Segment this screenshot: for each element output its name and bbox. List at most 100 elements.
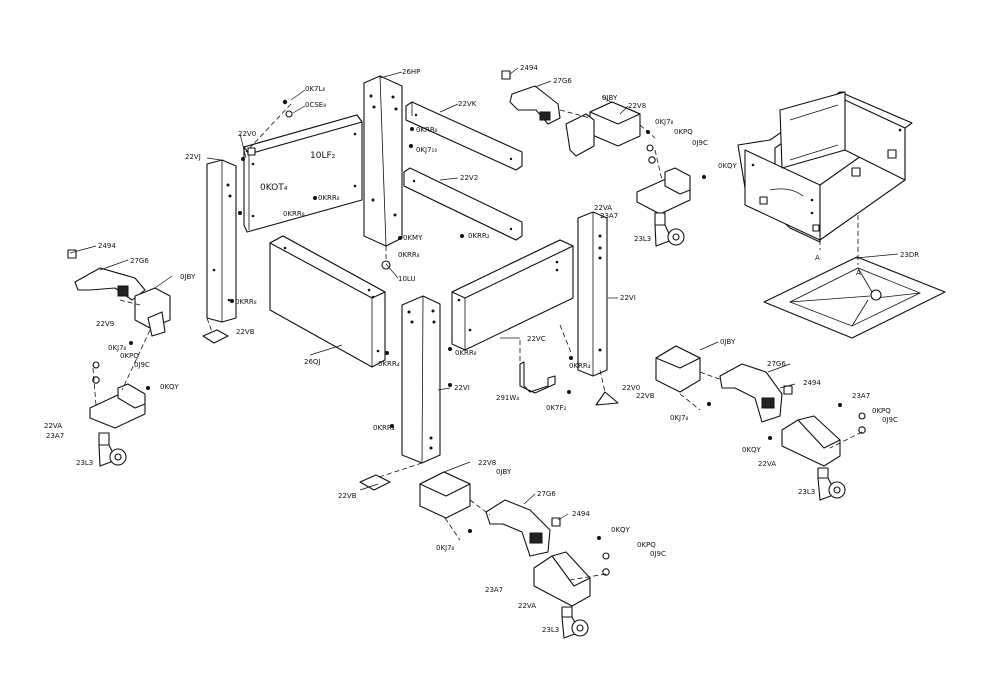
bracket-291w [519, 361, 556, 394]
label-0krr-d: 0KRR₂ [468, 232, 490, 240]
label-23a7-bot: 23A7 [485, 586, 503, 594]
caster-plate-22va-right [781, 415, 841, 467]
label-0kj7-bot: 0KJ7₈ [436, 544, 455, 552]
label-0kj7-mid: 0KJ7₁₀ [416, 146, 437, 154]
label-22v8-top: 22V8 [628, 102, 646, 110]
caster-23l3-top [654, 212, 685, 247]
label-22vc: 22VC [527, 335, 546, 343]
label-26hp: 26HP [402, 68, 420, 76]
label-22vi-right: 22VI [620, 294, 636, 302]
label-23l3-right: 23L3 [798, 488, 815, 496]
bracket-22v0-right [655, 345, 701, 393]
label-0krr-f: 0KRR₈ [235, 298, 257, 306]
label-22va-right: 22VA [758, 460, 776, 468]
label-0j9c-right: 0J9C [882, 416, 898, 424]
label-0kqy-bot: 0KQY [611, 526, 631, 534]
label-10lu: 10LU [398, 275, 416, 283]
caster-23l3-bot [561, 606, 589, 639]
label-0j9c-top: 0J9C [692, 139, 708, 147]
label-27g6-left: 27G6 [130, 257, 149, 265]
leg-22vi-right [577, 211, 608, 377]
label-0krr-g: 0KRR₄ [378, 360, 400, 368]
label-27g6-bot: 27G6 [537, 490, 556, 498]
label-0cse: 0CSE₈ [305, 101, 326, 109]
label-22v9: 22V9 [96, 320, 114, 328]
label-2494-bot: 2494 [572, 510, 590, 518]
label-0kpq-left: 0KPQ [120, 352, 139, 360]
label-23a7-top: 23A7 [600, 212, 618, 220]
label-a-cabinet: A [815, 254, 820, 262]
label-a-tray: A [856, 269, 861, 277]
label-0krr-c: 0KRR₈ [283, 210, 305, 218]
label-23l3-left: 23L3 [76, 459, 93, 467]
label-0kpq-right: 0KPQ [872, 407, 891, 415]
label-22vb-left: 22VB [236, 328, 255, 336]
label-22v8-bot: 22V8 [478, 459, 496, 467]
part-labels: 0K7L₈ 0CSE₈ 26HP 2494 27G6 0JBY 22VK 22V… [44, 64, 919, 634]
label-23a7-left: 23A7 [46, 432, 64, 440]
rail-22v2 [403, 167, 523, 241]
label-22v2: 22V2 [460, 174, 478, 182]
lever-27g6-left [67, 249, 146, 301]
label-22va-bot: 22VA [518, 602, 536, 610]
label-27g6-right: 27G6 [767, 360, 786, 368]
label-0kot: 0KOT₄ [260, 183, 288, 193]
label-22vb-right: 22VB [636, 392, 655, 400]
label-2494-top: 2494 [520, 64, 538, 72]
lever-27g6-bot [485, 499, 561, 557]
panel-26qj [269, 235, 386, 368]
dust-tray-23dr [763, 256, 946, 339]
lever-27g6-right [719, 363, 793, 423]
label-23l3-top: 23L3 [634, 235, 651, 243]
label-0krr-a: 0KRR₈ [416, 126, 438, 134]
label-10lf: 10LF₂ [310, 151, 336, 161]
bracket-22v8-top [565, 101, 641, 157]
label-0k7f: 0K7F₂ [546, 404, 567, 412]
label-22vj: 22VJ [185, 153, 201, 161]
label-22v0-right: 22V0 [622, 384, 640, 392]
label-22va-left: 22VA [44, 422, 62, 430]
label-0krr-bot: 0KRR₄ [373, 424, 395, 432]
label-0jby-top: 0JBY [602, 94, 618, 102]
bracket-22v9-left [134, 287, 171, 337]
cabinet-box [737, 91, 913, 243]
label-2494-left: 2494 [98, 242, 116, 250]
label-291w: 291W₄ [496, 394, 519, 402]
panel-22v0 [243, 114, 363, 233]
label-0kqy-left: 0KQY [160, 383, 180, 391]
foot-22vb-bot [359, 474, 391, 491]
bracket-22v8-bot [419, 471, 471, 519]
label-2494-right: 2494 [803, 379, 821, 387]
dashed-alignment [92, 103, 863, 581]
label-0kpq-bot: 0KPQ [637, 541, 656, 549]
leg-22vi-mid [401, 295, 441, 464]
label-0kj7-left: 0KJ7₈ [108, 344, 127, 352]
label-23a7-right: 23A7 [852, 392, 870, 400]
label-0j9c-bot: 0J9C [650, 550, 666, 558]
label-0krr-b: 0KRR₈ [318, 194, 340, 202]
caster-plate-22va-top [636, 167, 691, 215]
label-22vi-mid: 22VI [454, 384, 470, 392]
label-22vb-bot: 22VB [338, 492, 357, 500]
caster-23l3-left [98, 432, 127, 467]
leg-22vj [206, 159, 237, 323]
fasteners [92, 99, 866, 576]
label-0kj7-right: 0KJ7₈ [670, 414, 689, 422]
label-26qj: 26QJ [304, 358, 320, 366]
label-22v0: 22V0 [238, 130, 256, 138]
label-0k7l: 0K7L₈ [305, 85, 325, 93]
label-0jby-bot: 0JBY [496, 468, 512, 476]
caster-plate-22va-left [89, 383, 146, 429]
label-0j9c-left: 0J9C [134, 361, 150, 369]
label-0krr-h: 0KRR₈ [455, 349, 477, 357]
label-22vk: 22VK [458, 100, 477, 108]
caster-plate-22va-bot [533, 551, 591, 607]
label-0jby-left: 0JBY [180, 273, 196, 281]
leader-lines [69, 67, 899, 521]
label-0kpq-top: 0KPQ [674, 128, 693, 136]
caster-23l3-right [817, 467, 846, 501]
label-0kj7-top: 0KJ7₈ [655, 118, 674, 126]
label-27g6-top: 27G6 [553, 77, 572, 85]
